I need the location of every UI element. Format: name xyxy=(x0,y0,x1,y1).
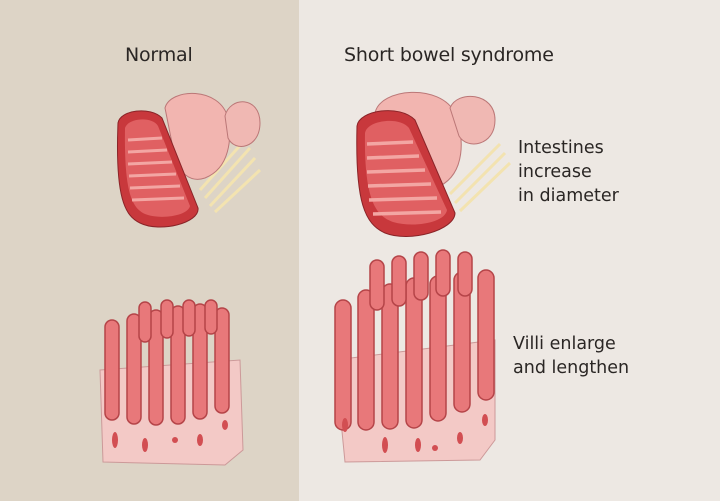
villi-short-bowel-icon xyxy=(334,249,496,463)
normal-title: Normal xyxy=(125,44,193,66)
short-bowel-title: Short bowel syndrome xyxy=(344,44,554,66)
villi-normal-icon xyxy=(99,299,244,466)
intestine-short-bowel-icon xyxy=(356,91,512,237)
intestine-normal-icon xyxy=(116,92,262,228)
diameter-annotation: Intestines increase in diameter xyxy=(518,138,619,206)
villi-annotation: Villi enlarge and lengthen xyxy=(513,334,630,378)
